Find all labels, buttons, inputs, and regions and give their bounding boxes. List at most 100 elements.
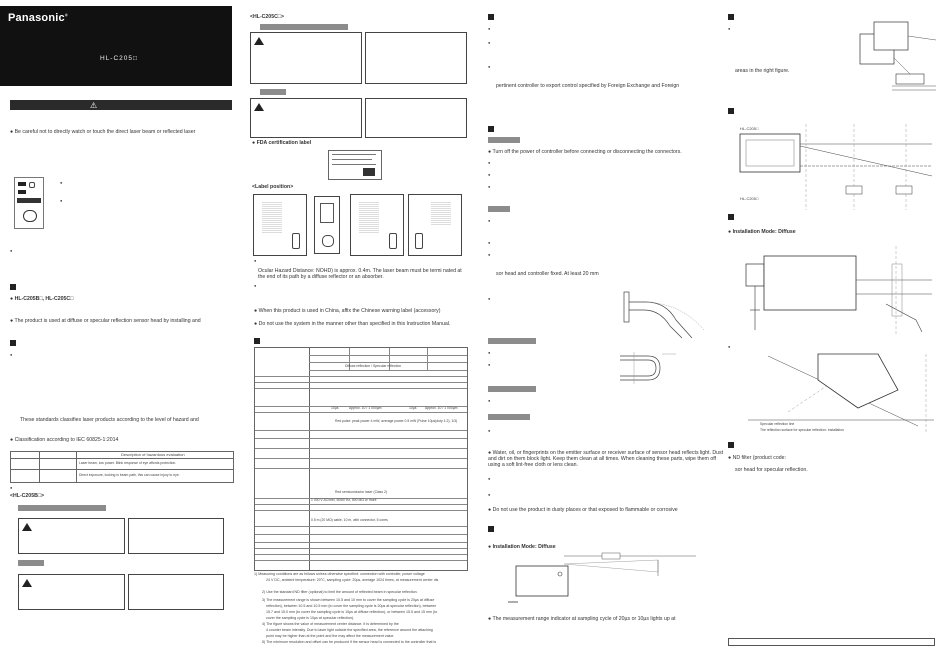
sensor-drawing-3 xyxy=(350,194,404,256)
china-label-text: ● When this product is used in China, af… xyxy=(254,308,441,314)
warning-banner xyxy=(10,100,232,110)
bullet: ● xyxy=(488,160,491,165)
section-marker xyxy=(488,14,494,20)
spec-cell: 10µs xyxy=(409,406,417,410)
fda-label-graphic xyxy=(328,150,382,180)
bullet: ● xyxy=(488,492,491,497)
section-marker xyxy=(488,526,494,532)
spec-cell: 10µs xyxy=(331,406,339,410)
note-4b: 4 counter beam intensity. Due to laser l… xyxy=(266,628,433,632)
section-marker xyxy=(728,214,734,220)
bullet: ● xyxy=(60,180,63,185)
spec-cell: 0.5 m (20 MΩ) cable, 10 m, with connecto… xyxy=(311,518,388,522)
warning-label-cn-2 xyxy=(128,574,224,610)
warning-label-explanatory-c xyxy=(365,32,467,84)
spec-cell: Approx. 10 / 1 000µm xyxy=(349,406,382,410)
bullet: ● xyxy=(10,352,13,357)
warning-icon: ⚠ xyxy=(90,101,98,110)
areas-text: areas in the right figure. xyxy=(735,68,790,74)
warning-label-cn-c xyxy=(250,98,362,138)
specular-note: Specular reflection line xyxy=(760,422,795,426)
install-diffuse-heading-2: ● Installation Mode: Diffuse xyxy=(728,229,796,235)
warning-label-cn xyxy=(18,574,125,610)
bullet: ● xyxy=(488,362,491,367)
note-1: 1) Measuring conditions are as follows u… xyxy=(254,572,425,576)
fda-heading: ● FDA certification label xyxy=(252,140,312,146)
label-caption-bar xyxy=(18,505,106,511)
section-marker xyxy=(10,340,16,346)
classification-text: ● Classification according to IEC 60825-… xyxy=(10,437,119,443)
install-diffuse-heading: ● Installation Mode: Diffuse xyxy=(488,544,556,550)
models-heading: ● HL-C205B□, HL-C205C□ xyxy=(10,296,74,302)
bullet: ● xyxy=(10,485,13,490)
bullet: ● xyxy=(488,184,491,189)
bullet: ● xyxy=(488,476,491,481)
spec-cell: Red pulse: peak power 4 mW, average powe… xyxy=(335,419,458,423)
nd-filter-text: ● ND filter (product code: xyxy=(728,455,786,461)
bullet: ● xyxy=(488,428,491,433)
dusty-text: ● Do not use the product in dusty places… xyxy=(488,507,678,513)
spec-cell: Red semiconductor laser (Class 2) xyxy=(335,490,388,494)
warning-label-cn-c-2 xyxy=(365,98,467,138)
bullet: ● xyxy=(488,40,491,45)
sensor-drawing-1 xyxy=(253,194,307,256)
note-3b: reflection), between 10.5 and 10.5 mm (t… xyxy=(266,604,437,608)
standards-text: These standards classifies laser product… xyxy=(20,417,199,423)
bullet: ● xyxy=(254,283,257,288)
label-c-heading: <HL-C205C□> xyxy=(250,14,284,20)
bullet: ● xyxy=(488,252,491,257)
note-3: 3) The measurement range is shown betwee… xyxy=(262,598,435,602)
ocular-hazard-text: Ocular Hazard Distance: NOHD) is approx.… xyxy=(258,268,462,280)
note-4c: point may be higher than at the point an… xyxy=(266,634,395,638)
table-cell: Direct exposure, looking in beam path, t… xyxy=(79,473,180,477)
note-3c: 15.7 and 15.0 mm (to cover the sampling … xyxy=(266,610,438,614)
footer-bar xyxy=(728,638,935,646)
reflection-note: The reflection surface for specular refl… xyxy=(760,428,844,432)
header-band xyxy=(0,6,232,86)
bullet: ● xyxy=(60,198,63,203)
warning-label-en-c xyxy=(250,32,362,84)
nd-filter-text-2: sor head for specular reflection. xyxy=(735,467,808,473)
table-cell: Laser beam, low power. Blink response of… xyxy=(79,461,177,465)
warning-label-en xyxy=(18,518,125,554)
label-caption-bar xyxy=(18,560,44,566)
brand-logo: Panasonic® xyxy=(8,12,68,24)
note-1b: 24 V DC, ambient temperature: 20°C, samp… xyxy=(266,578,439,582)
note-4: 4) The figure shows the value of measure… xyxy=(262,622,399,626)
warning-text: ● Be careful not to directly watch or to… xyxy=(10,129,196,135)
section-marker xyxy=(728,108,734,114)
bullet: ● xyxy=(488,350,491,355)
bullet: ● xyxy=(254,258,257,263)
note-5: 5) The minimum resolution and offset can… xyxy=(262,640,437,644)
bullet: ● xyxy=(728,26,731,31)
mounting-area-drawing xyxy=(859,21,937,91)
bullet: ● xyxy=(488,398,491,403)
bullet: ● xyxy=(488,172,491,177)
fixed-text: sor head and controller fixed. At least … xyxy=(496,271,599,277)
label-position-heading: <Label position> xyxy=(252,184,294,190)
label-caption-bar xyxy=(260,24,348,30)
note-3d: cover the sampling cycle is 10µs at spec… xyxy=(266,616,355,620)
sensor-label-graphic xyxy=(14,177,44,229)
section-marker xyxy=(488,126,494,132)
hazard-table: Description of hazardous evaluation Lase… xyxy=(10,451,234,483)
subsection-bar xyxy=(488,414,530,420)
specular-drawing xyxy=(748,353,934,434)
section-marker xyxy=(728,442,734,448)
section-marker xyxy=(10,284,16,290)
turnoff-text: ● Turn off the power of controller befor… xyxy=(488,149,682,155)
bullet: ● xyxy=(10,248,13,253)
diffuse-install-drawing xyxy=(508,552,696,603)
dimension-drawing xyxy=(739,124,933,210)
bullet: ● xyxy=(728,344,731,349)
spec-cell: Approx. 10 / 1 000µm xyxy=(425,406,458,410)
hl-b-label: HL-C205□ xyxy=(740,196,759,201)
cable-loop-drawing xyxy=(620,352,676,384)
warning-label-explanatory xyxy=(128,518,224,554)
spec-cell: 1 000 V AC/min, 50/60 Hz, 500 MΩ or more xyxy=(311,498,377,502)
bullet: ● xyxy=(488,64,491,69)
section-marker xyxy=(254,338,260,344)
sensor-drawing-2 xyxy=(314,196,340,254)
indicator-text: ● The measurement range indicator at sam… xyxy=(488,616,676,622)
label-caption-bar xyxy=(260,89,286,95)
